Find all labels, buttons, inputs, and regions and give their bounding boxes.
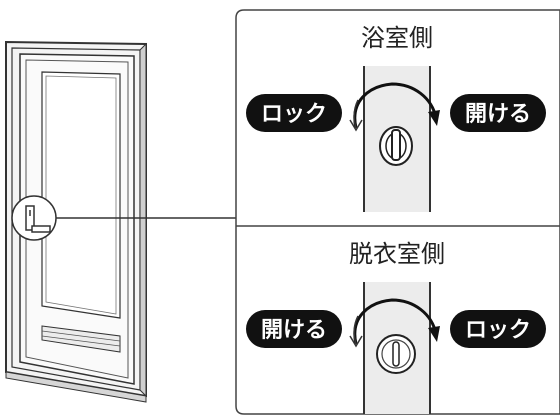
bathroom-lock-label: ロック bbox=[261, 102, 327, 127]
dressing-room-side-title: 脱衣室側 bbox=[349, 240, 445, 268]
rotate-arrow-icon bbox=[349, 298, 440, 348]
bathroom-open-button[interactable]: 開ける bbox=[450, 94, 546, 132]
dressing-room-side-section: 脱衣室側 開ける ロック bbox=[246, 240, 546, 414]
rotate-arrow-icon bbox=[349, 82, 440, 132]
coin-slot-knob-icon bbox=[376, 334, 416, 374]
dressing-lock-button[interactable]: ロック bbox=[450, 310, 546, 348]
bathroom-side-title: 浴室側 bbox=[361, 24, 433, 52]
bathroom-open-label: 開ける bbox=[465, 102, 531, 127]
thumb-turn-knob-icon bbox=[379, 126, 413, 166]
bathroom-lock-button[interactable]: ロック bbox=[246, 94, 342, 132]
dressing-open-button[interactable]: 開ける bbox=[246, 310, 342, 348]
door-handle-callout bbox=[11, 195, 57, 241]
dressing-open-label: 開ける bbox=[261, 318, 327, 343]
dressing-lock-label: ロック bbox=[465, 318, 531, 343]
bathroom-side-section: 浴室側 ロック 開ける bbox=[246, 24, 546, 212]
